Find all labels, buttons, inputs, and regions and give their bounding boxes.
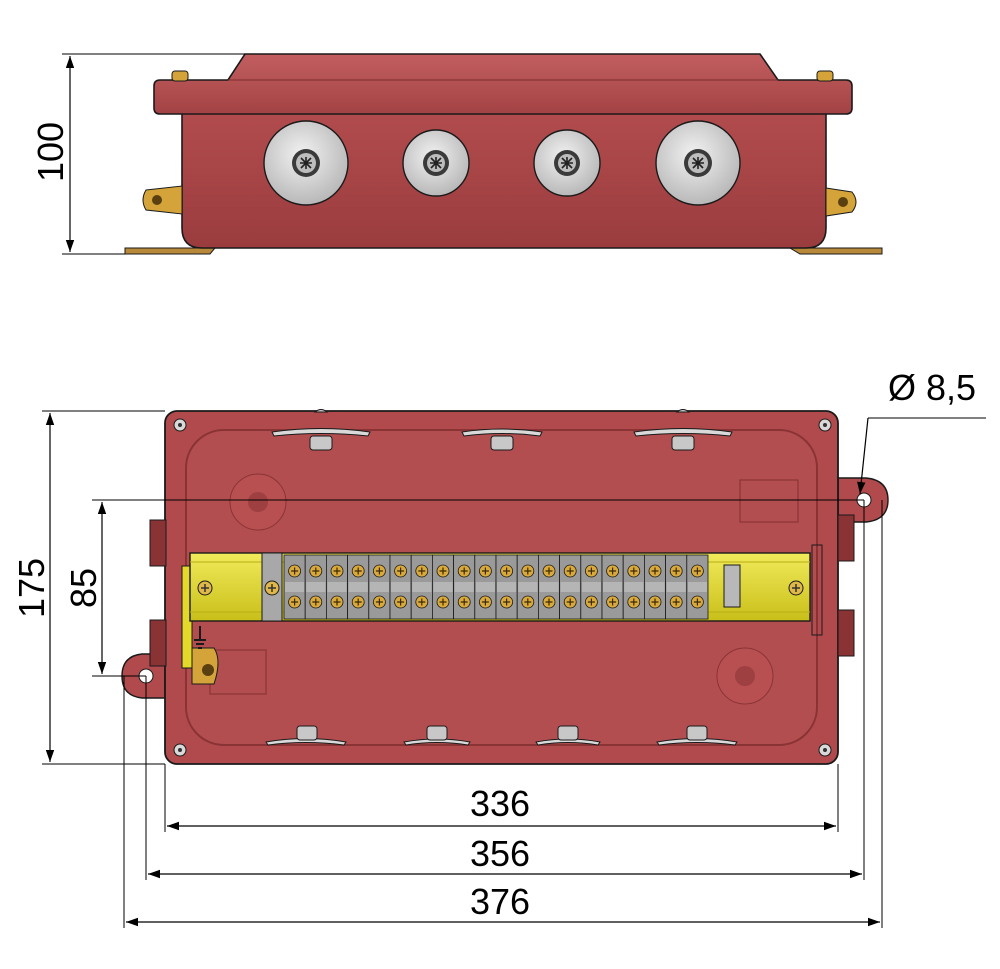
cable-gland-icon (533, 129, 601, 197)
side-lid (153, 53, 853, 115)
screw-icon (818, 418, 832, 432)
dim-width-body: 336 (470, 783, 530, 824)
gland-clamp-bottom-4 (656, 725, 738, 746)
terminal-unit (283, 554, 306, 620)
base-flange-left (124, 247, 217, 255)
mount-lug-right (825, 187, 857, 217)
mount-lug-left (142, 185, 183, 215)
gland-clamp-top-1 (271, 409, 371, 451)
terminal-unit (601, 554, 624, 620)
terminal-unit (559, 554, 582, 620)
cable-gland-icon (402, 129, 470, 197)
top-view: 175 85 Ø 8,5 336 356 376 (11, 367, 986, 928)
terminal-unit (389, 554, 412, 620)
dim-width-overall: 376 (470, 881, 530, 922)
cable-gland-icon (263, 120, 349, 206)
terminal-unit (580, 554, 603, 620)
screw-icon (171, 70, 189, 82)
terminal-unit (304, 554, 327, 620)
dim-height: 100 (30, 122, 71, 182)
cable-gland-icon (655, 120, 741, 206)
gland-clamp-bottom-3 (535, 725, 601, 746)
dim-hole-spacing: 85 (63, 568, 104, 608)
terminal-unit (453, 554, 476, 620)
gland-clamp-bottom-1 (265, 725, 347, 746)
side-view: 100 (30, 53, 883, 255)
terminal-unit (644, 554, 667, 620)
terminal-unit (347, 554, 370, 620)
terminal-block-icon (283, 554, 709, 620)
screw-icon (264, 580, 280, 596)
base-flange-right (788, 247, 883, 255)
screw-icon (197, 580, 213, 596)
gland-clamp-top-2 (461, 428, 543, 451)
screw-icon (173, 743, 187, 757)
gland-clamp-top-3 (633, 409, 733, 451)
dim-depth: 175 (11, 558, 52, 618)
terminal-unit (665, 554, 688, 620)
screw-icon (818, 743, 832, 757)
terminal-unit (686, 554, 709, 620)
dim-width-holes: 356 (470, 833, 530, 874)
terminal-unit (410, 554, 433, 620)
dim-hole-diameter: Ø 8,5 (888, 367, 976, 408)
terminal-unit (538, 554, 561, 620)
terminal-unit (368, 554, 391, 620)
screw-icon (816, 70, 834, 82)
terminal-unit (431, 554, 454, 620)
terminal-unit (474, 554, 497, 620)
terminal-unit (495, 554, 518, 620)
screw-icon (173, 418, 187, 432)
gland-clamp-bottom-2 (403, 725, 471, 746)
screw-icon (788, 580, 804, 596)
terminal-unit (325, 554, 348, 620)
terminal-unit (622, 554, 645, 620)
terminal-unit (516, 554, 539, 620)
